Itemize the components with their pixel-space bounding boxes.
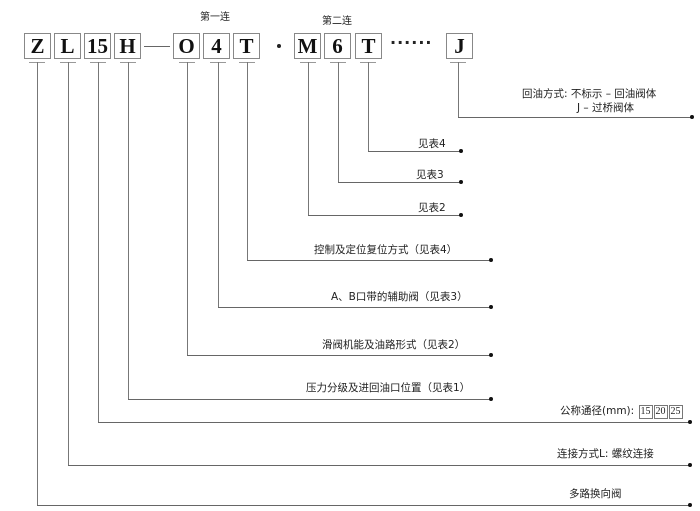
leader-horizontal-z (37, 505, 690, 506)
label-j-line2: J – 过桥阀体 (577, 102, 635, 114)
leader-horizontal-o (187, 355, 491, 356)
label-j-line1: 回油方式: 不标示 – 回油阀体 (522, 88, 657, 100)
code-box-h: H (114, 33, 141, 59)
code-box-j: J (446, 33, 473, 59)
label-t1: 控制及定位复位方式（见表4） (314, 244, 458, 256)
label-4: A、B口带的辅助阀（见表3） (331, 291, 468, 303)
code-box-t2: T (355, 33, 382, 59)
leader-vertical-o (187, 62, 188, 355)
leader-vertical-4 (218, 62, 219, 307)
label-size-prefix: 公称通径(mm): (560, 405, 635, 417)
code-box-m: M (294, 33, 321, 59)
leader-dot-j (690, 115, 694, 119)
label-h: 压力分级及进回油口位置（见表1） (306, 382, 471, 394)
leader-dot-z (688, 503, 692, 507)
leader-vertical-t2 (368, 62, 369, 151)
ellipsis: ······ (390, 33, 433, 52)
leader-dot-m (459, 213, 463, 217)
dash-separator (144, 46, 170, 47)
leader-dot-l (688, 463, 692, 467)
leader-dot-size (688, 420, 692, 424)
leader-vertical-l (68, 62, 69, 465)
leader-horizontal-size (98, 422, 690, 423)
leader-horizontal-4 (218, 307, 491, 308)
leader-vertical-size (98, 62, 99, 422)
leader-vertical-m (308, 62, 309, 215)
leader-vertical-t1 (247, 62, 248, 260)
label-l: 连接方式L: 螺纹连接 (557, 448, 654, 460)
size-option-20: 20 (653, 405, 668, 419)
leader-dot-t2 (459, 149, 463, 153)
leader-dot-t1 (489, 258, 493, 262)
code-box-6: 6 (324, 33, 351, 59)
leader-horizontal-t1 (247, 260, 491, 261)
code-box-t1: T (233, 33, 260, 59)
leader-vertical-j (458, 62, 459, 117)
leader-horizontal-m (308, 215, 461, 216)
label-o: 滑阀机能及油路形式（见表2） (322, 339, 466, 351)
label-z: 多路换向阀 (569, 488, 622, 500)
leader-horizontal-6 (338, 182, 461, 183)
leader-dot-6 (459, 180, 463, 184)
code-box-size: 15 (84, 33, 111, 59)
dot-separator (277, 44, 281, 48)
leader-dot-o (489, 353, 493, 357)
code-box-l: L (54, 33, 81, 59)
size-option-25: 25 (668, 405, 683, 419)
second-section-label: 第二连 (322, 16, 352, 27)
code-box-o: O (173, 33, 200, 59)
leader-vertical-z (37, 62, 38, 505)
first-section-label: 第一连 (200, 12, 230, 23)
leader-dot-h (489, 397, 493, 401)
label-m: 见表2 (418, 202, 446, 214)
label-t2: 见表4 (418, 138, 446, 150)
code-box-4: 4 (203, 33, 230, 59)
leader-horizontal-h (128, 399, 491, 400)
leader-vertical-6 (338, 62, 339, 182)
leader-dot-4 (489, 305, 493, 309)
leader-horizontal-l (68, 465, 690, 466)
leader-horizontal-t2 (368, 151, 461, 152)
leader-vertical-h (128, 62, 129, 399)
leader-horizontal-j (458, 117, 692, 118)
size-option-15: 15 (638, 405, 653, 419)
label-6: 见表3 (416, 169, 444, 181)
code-box-z: Z (24, 33, 51, 59)
